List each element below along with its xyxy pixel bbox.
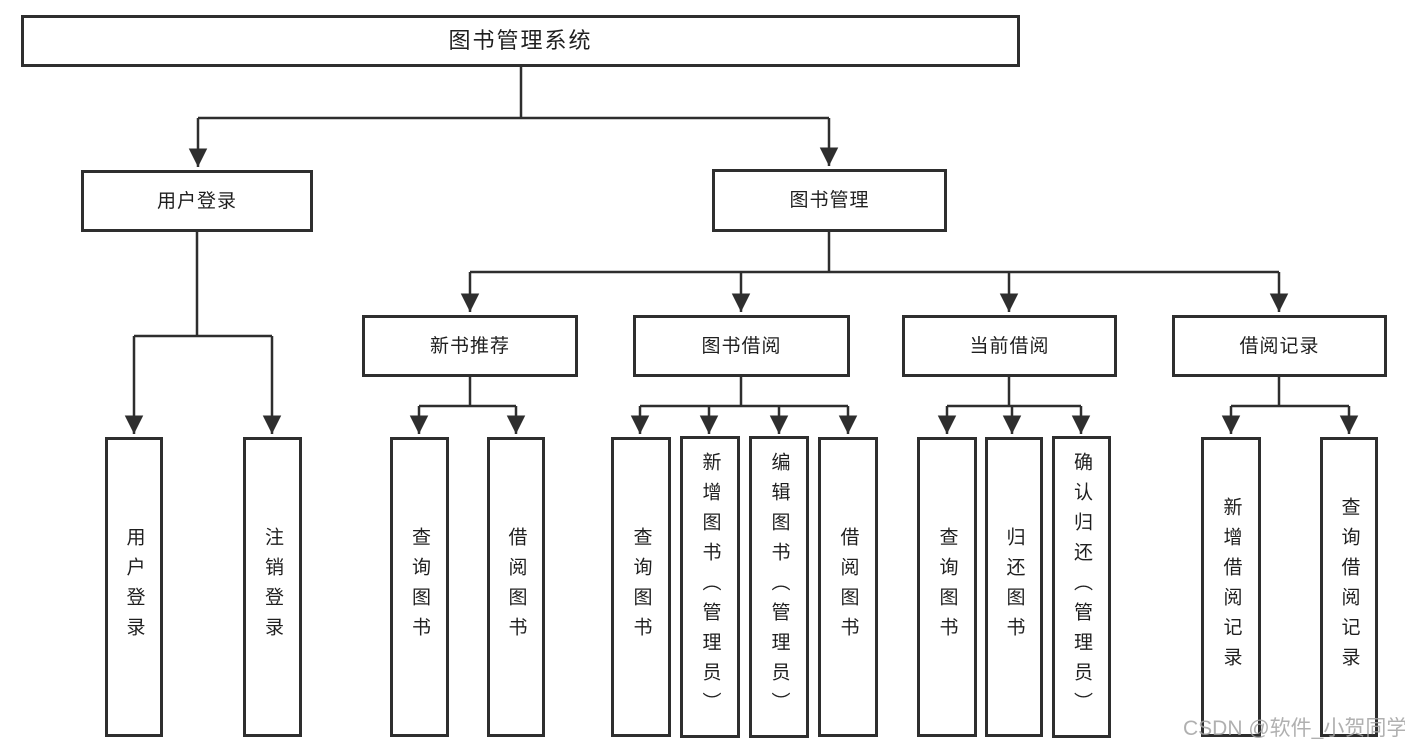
leaf-query-books-current: 查询图书 (917, 437, 977, 737)
leaf-confirm-return-admin: 确认归还（管理员） (1052, 436, 1111, 738)
leaf-add-book-admin: 新增图书（管理员） (680, 436, 740, 738)
leaf-query-borrow-record: 查询借阅记录 (1320, 437, 1378, 737)
node-book-borrowing: 图书借阅 (633, 315, 850, 377)
node-book-management: 图书管理 (712, 169, 947, 232)
csdn-watermark: CSDN @软件_小贺同学 (1183, 717, 1405, 740)
node-borrowing-records: 借阅记录 (1172, 315, 1387, 377)
leaf-user-login: 用户登录 (105, 437, 163, 737)
leaf-edit-book-admin: 编辑图书（管理员） (749, 436, 809, 738)
leaf-query-books-recommend: 查询图书 (390, 437, 449, 737)
leaf-return-book: 归还图书 (985, 437, 1043, 737)
node-library-management-system: 图书管理系统 (21, 15, 1020, 67)
node-user-login: 用户登录 (81, 170, 313, 232)
node-new-book-recommendation: 新书推荐 (362, 315, 578, 377)
leaf-borrow-books-borrow: 借阅图书 (818, 437, 878, 737)
node-current-borrowing: 当前借阅 (902, 315, 1117, 377)
leaf-add-borrow-record: 新增借阅记录 (1201, 437, 1261, 737)
leaf-logout: 注销登录 (243, 437, 302, 737)
leaf-borrow-books-recommend: 借阅图书 (487, 437, 545, 737)
leaf-query-books-borrow: 查询图书 (611, 437, 671, 737)
